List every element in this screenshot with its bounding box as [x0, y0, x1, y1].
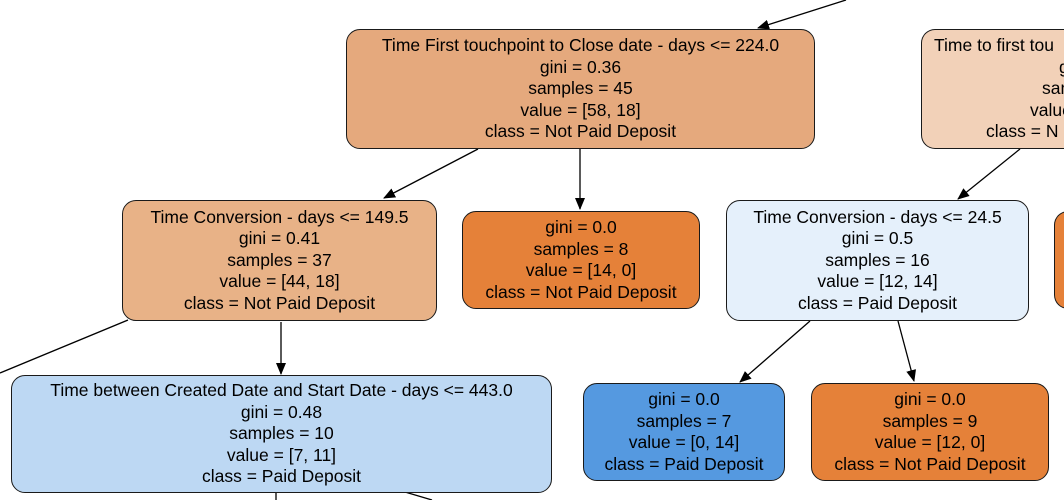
node-value: value = [7, 11]	[226, 444, 337, 465]
node-class: class = Paid Deposit	[201, 466, 362, 487]
node-samples: samples = 45	[528, 78, 633, 99]
edge-conv-right-to-leaf-7	[739, 320, 811, 383]
node-gini: gini = 0.48	[240, 401, 323, 422]
tree-node-created-to-start: Time between Created Date and Start Date…	[11, 375, 552, 493]
node-gini: gini = 0.0	[648, 389, 720, 409]
node-class: class = Not Paid Deposit	[183, 292, 376, 313]
node-value: value	[1030, 99, 1064, 120]
node-gini: gini = 0.0	[894, 389, 966, 409]
tree-node-time-to-first-touchpoint: Time to first tou gi sam value class = N	[921, 29, 1064, 149]
node-value: value = [14, 0]	[525, 260, 637, 280]
node-samples: sam	[1042, 78, 1064, 99]
node-value: value = [58, 18]	[520, 99, 641, 120]
edge-conv-left-to-offscreen	[0, 319, 129, 374]
node-samples: samples = 8	[533, 238, 629, 259]
node-samples: samples = 7	[636, 410, 732, 431]
edge-root-right-to-conv-right	[957, 148, 1021, 200]
node-class: class = N	[986, 121, 1059, 142]
node-value: value = [44, 18]	[219, 271, 340, 292]
node-class: class = Paid Deposit	[797, 292, 958, 313]
node-samples: samples = 9	[882, 410, 978, 431]
edge-created-start-to-right-child	[404, 491, 433, 500]
node-value: value = [0, 14]	[628, 432, 740, 452]
edge-root-left-to-conv-left	[383, 148, 479, 199]
node-class: class = Not Paid Deposit	[484, 121, 677, 142]
node-samples: samples = 16	[825, 249, 930, 270]
node-samples: samples = 37	[227, 249, 332, 270]
node-gini: gi	[1059, 57, 1064, 79]
tree-leaf-samples-7: gini = 0.0 samples = 7 value = [0, 14] c…	[583, 383, 785, 481]
tree-leaf-samples-9: gini = 0.0 samples = 9 value = [12, 0] c…	[811, 383, 1049, 481]
tree-node-conversion-24: Time Conversion - days <= 24.5 gini = 0.…	[726, 200, 1029, 321]
node-class: class = Paid Deposit	[604, 453, 764, 474]
tree-leaf-samples-8: gini = 0.0 samples = 8 value = [14, 0] c…	[462, 211, 700, 309]
node-class: class = Not Paid Deposit	[485, 281, 677, 302]
node-value: value = [12, 14]	[817, 271, 938, 292]
node-gini: gini = 0.36	[539, 56, 622, 77]
tree-node-first-touchpoint-to-close: Time First touchpoint to Close date - da…	[346, 29, 815, 149]
node-value: value = [12, 0]	[874, 432, 986, 452]
edge-parent-to-root-left	[757, 0, 847, 30]
node-gini: gini = 0.5	[841, 228, 914, 249]
node-split-rule: Time First touchpoint to Close date - da…	[381, 35, 780, 56]
node-gini: gini = 0.41	[238, 228, 321, 249]
node-split-rule: Time to first tou	[934, 35, 1054, 56]
node-class: class = Not Paid Deposit	[834, 453, 1026, 474]
edge-conv-right-to-leaf-9	[897, 320, 916, 382]
node-samples: samples = 10	[229, 423, 334, 444]
node-split-rule: Time Conversion - days <= 149.5	[150, 206, 409, 227]
node-split-rule: Time Conversion - days <= 24.5	[753, 206, 1002, 227]
node-split-rule: Time between Created Date and Start Date…	[50, 380, 513, 401]
tree-node-offscreen-right	[1054, 211, 1064, 309]
tree-node-conversion-149: Time Conversion - days <= 149.5 gini = 0…	[122, 200, 437, 321]
node-gini: gini = 0.0	[545, 217, 617, 237]
